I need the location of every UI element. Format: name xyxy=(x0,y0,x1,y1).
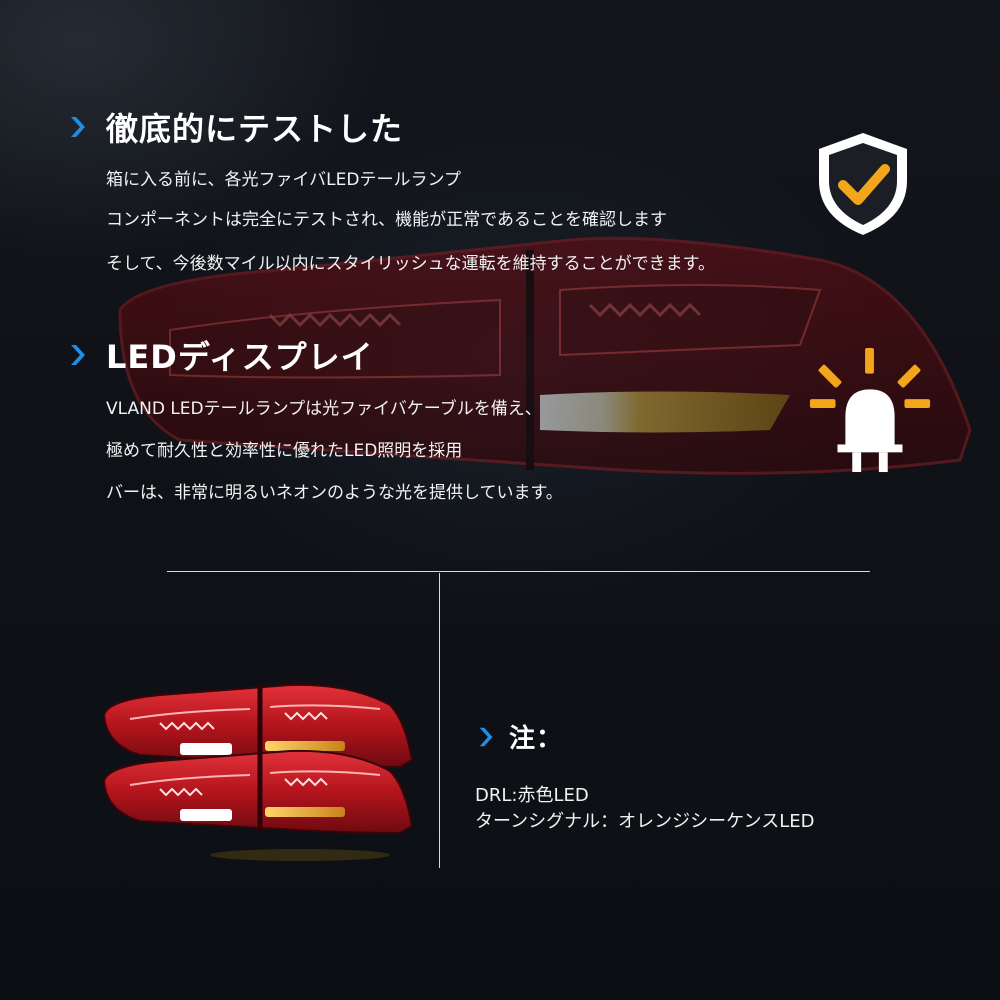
section-title-text: LEDディスプレイ xyxy=(106,338,374,376)
note-line-drl: DRL:赤色LED xyxy=(475,785,589,806)
led-line-1: VLAND LEDテールランプは光ファイバケーブルを備え、 xyxy=(106,399,542,419)
tested-line-2: コンポーネントは完全にテストされ、機能が正常であることを確認します xyxy=(106,210,667,230)
horizontal-divider xyxy=(167,571,870,572)
section-title-tested: 徹底的にテストした xyxy=(66,104,403,150)
section-title-led-display: LEDディスプレイ xyxy=(66,332,374,378)
chevron-right-icon xyxy=(479,727,493,746)
tested-line-1: 箱に入る前に、各光ファイバLEDテールランプ xyxy=(106,170,461,190)
section-title-text: 徹底的にテストした xyxy=(106,110,404,148)
note-title-text: 注： xyxy=(509,724,564,754)
note-line-turn-signal: ターンシグナル：オレンジシーケンスLED xyxy=(475,811,815,832)
led-line-3: バーは、非常に明るいネオンのような光を提供しています。 xyxy=(106,483,563,503)
chevron-right-icon xyxy=(71,345,85,365)
led-line-2: 極めて耐久性と効率性に優れたLED照明を採用 xyxy=(106,441,463,461)
vertical-divider xyxy=(439,573,440,868)
background-taillight-image xyxy=(118,236,972,475)
taillight-product-photo xyxy=(102,683,414,861)
led-bulb-icon xyxy=(809,347,931,473)
chevron-right-icon xyxy=(71,117,85,137)
tested-line-3: そして、今後数マイル以内にスタイリッシュな運転を維持することができます。 xyxy=(106,254,715,274)
note-title: 注： xyxy=(475,718,563,755)
shield-check-icon xyxy=(819,133,907,235)
